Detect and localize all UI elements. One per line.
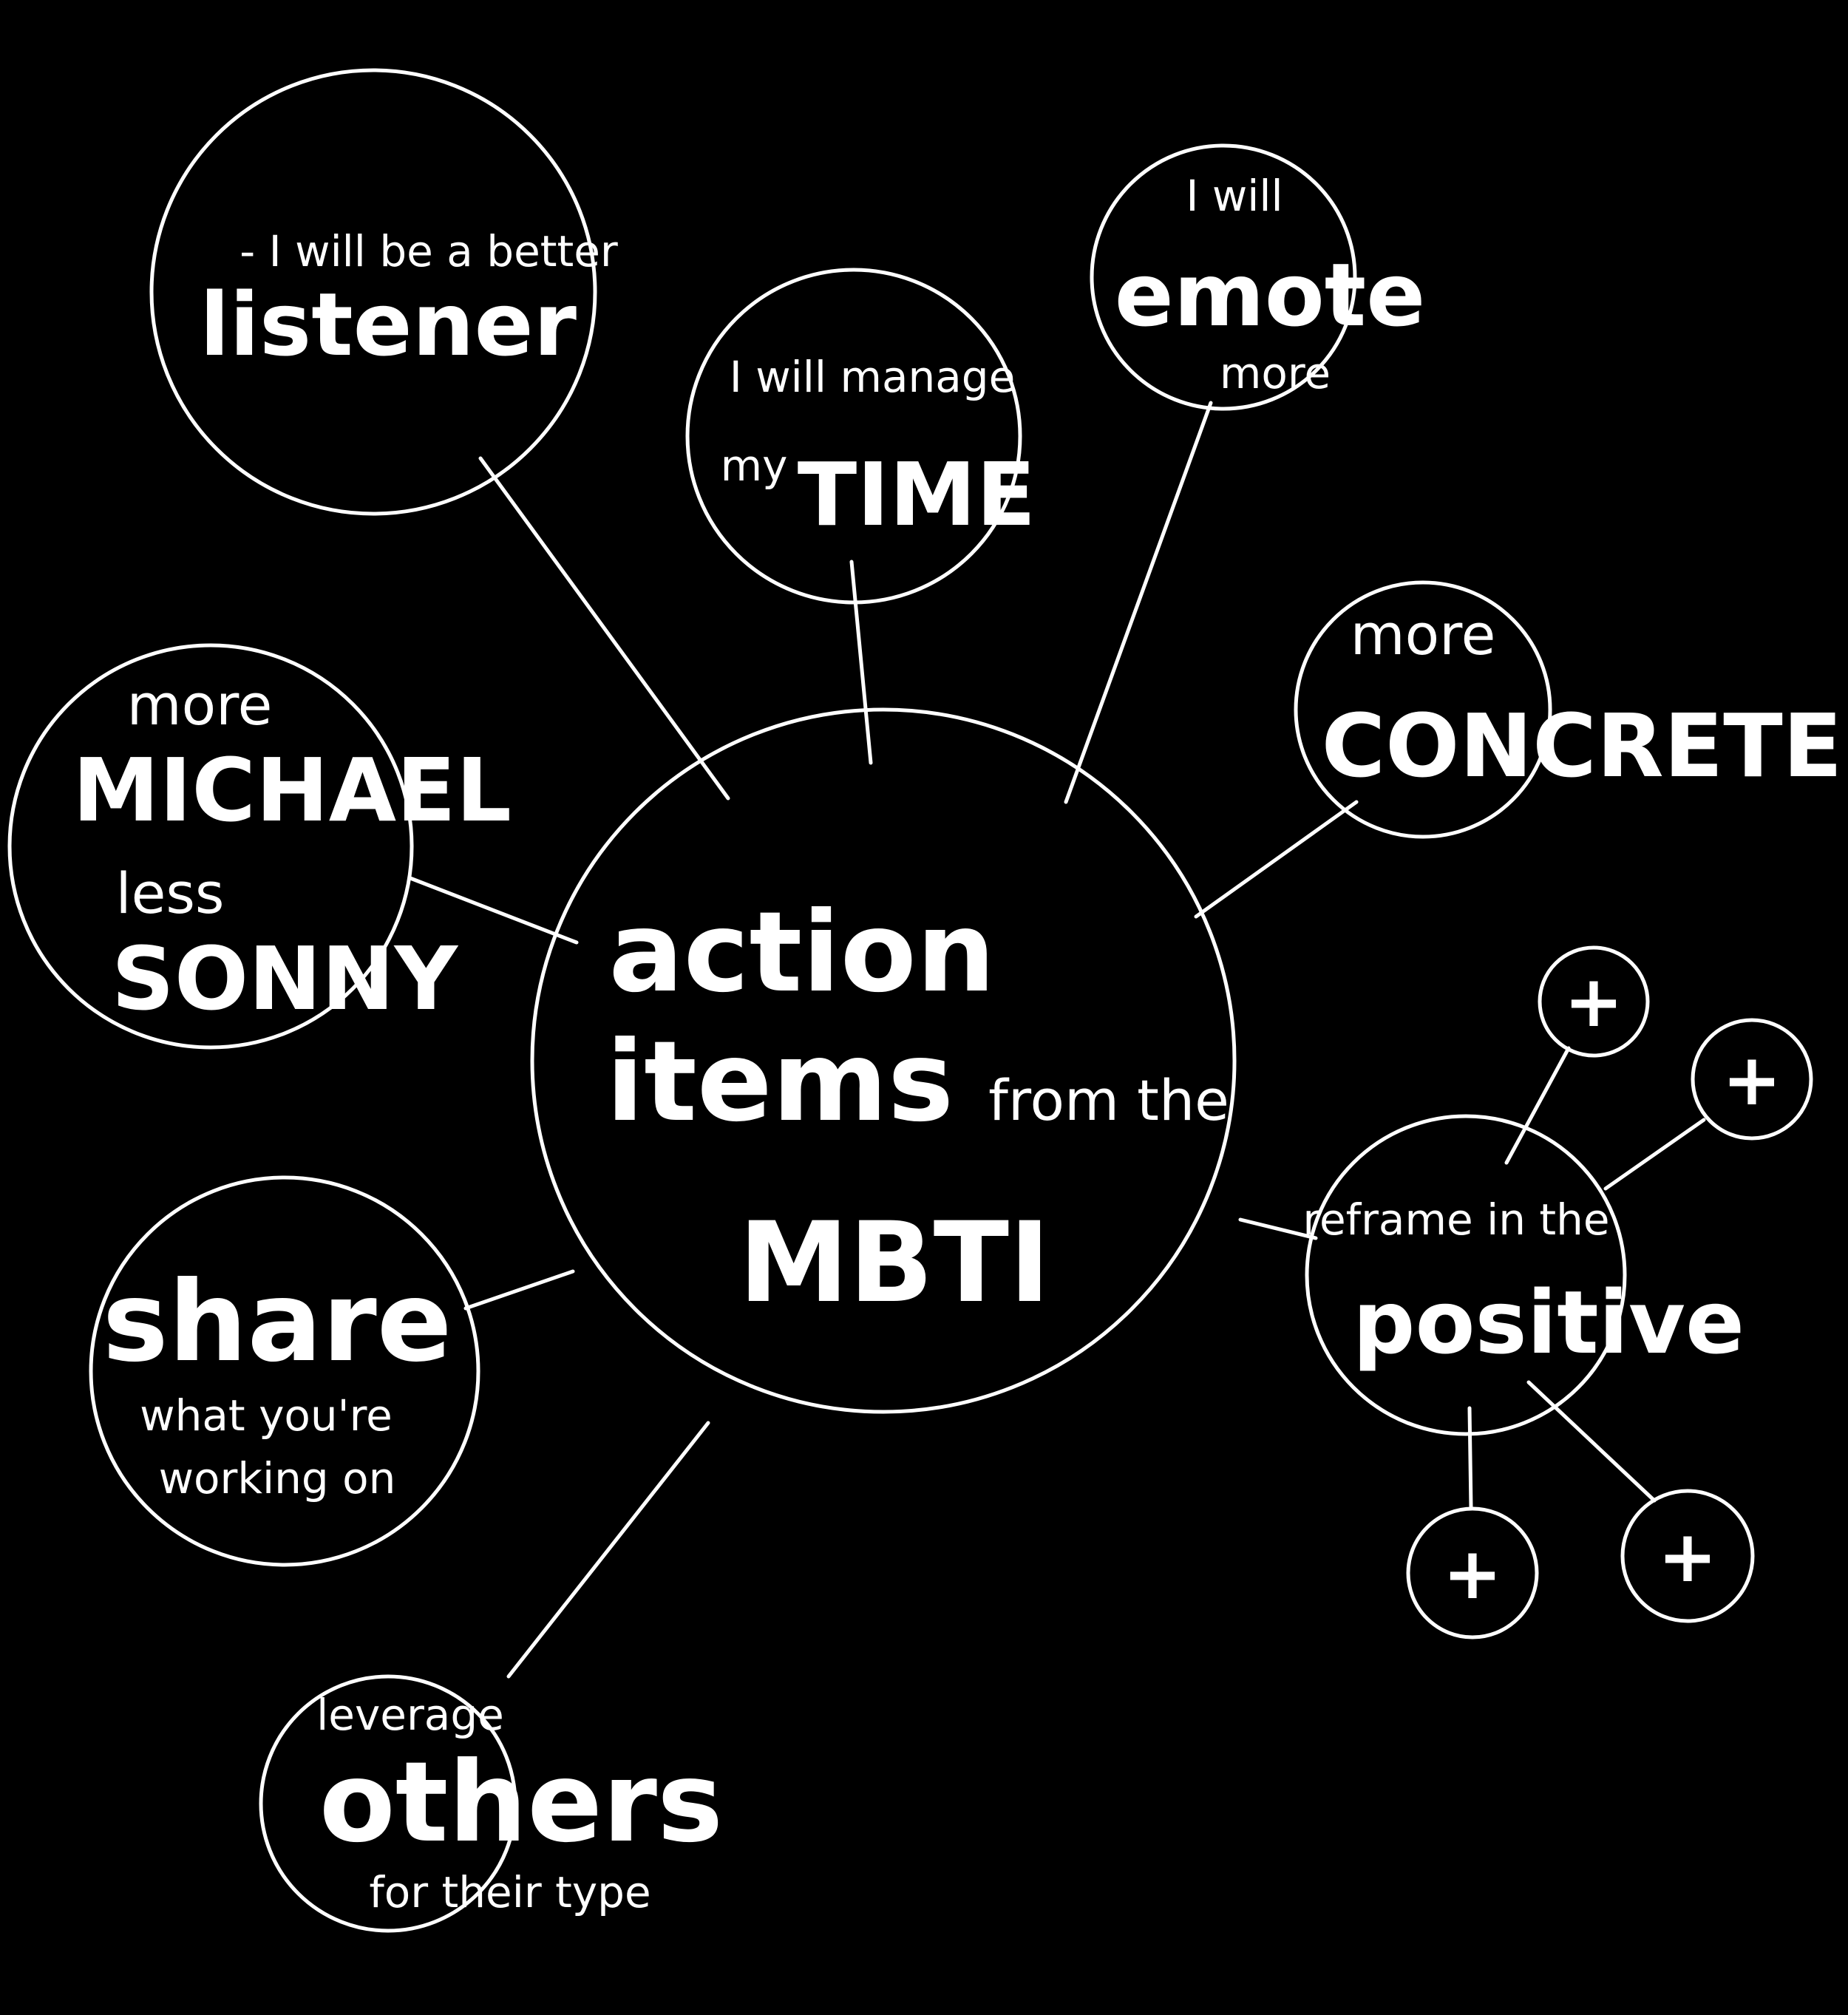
plus-circle-4 <box>1620 1489 1755 1623</box>
positive-small-text: reframe in the <box>1302 1195 1609 1245</box>
listener-big-text: listener <box>200 273 577 376</box>
node-emote: I will emote more <box>1115 171 1426 398</box>
connector-michael <box>408 876 579 945</box>
listener-small-text: - I will be a better <box>240 226 618 276</box>
others-leverage-text: leverage <box>316 1690 504 1740</box>
connectors <box>408 401 1706 1679</box>
plus-circle-2 <box>1691 1018 1813 1141</box>
others-circle <box>259 1674 517 1933</box>
concrete-big-text: CONCRETE <box>1322 695 1843 797</box>
others-for-text: for their type <box>369 1867 650 1917</box>
share-big-text: share <box>103 1258 452 1387</box>
connector-others <box>506 1421 710 1679</box>
plus-icon-4: + <box>1658 1515 1717 1598</box>
connector-listener <box>478 456 730 801</box>
node-others: leverage others for their type <box>316 1690 723 1917</box>
connector-share <box>463 1269 575 1311</box>
connector-plus-4 <box>1526 1380 1657 1503</box>
center-text: action items from the MBTI <box>606 888 1229 1328</box>
concrete-small-text: more <box>1351 602 1496 667</box>
positive-circle <box>1305 1114 1627 1436</box>
node-share: share what you're working on <box>103 1258 452 1503</box>
emote-circle <box>1090 143 1357 411</box>
michael-more-text: more <box>127 672 273 738</box>
connector-time <box>849 560 873 765</box>
time-circle <box>685 268 1022 605</box>
connector-plus-2 <box>1603 1118 1706 1191</box>
others-big-text: others <box>319 1739 724 1867</box>
connector-plus-1 <box>1504 1046 1571 1165</box>
node-listener: - I will be a better listener <box>200 226 618 376</box>
emote-small-text: I will <box>1186 171 1283 221</box>
share-line3-text: working on <box>159 1453 396 1503</box>
plus-icon-2: + <box>1722 1039 1781 1121</box>
center-line-items: items <box>606 1018 954 1146</box>
plus-circle-1 <box>1538 945 1650 1058</box>
emote-more-text: more <box>1220 348 1331 398</box>
share-line2-text: what you're <box>140 1390 393 1441</box>
node-michael: more MICHAEL less SONNY <box>72 672 512 1030</box>
michael-circle <box>7 643 414 1050</box>
time-small-text: I will manage <box>730 352 1016 402</box>
node-concrete: more CONCRETE <box>1322 602 1843 797</box>
node-circles <box>7 68 1627 1933</box>
time-big-text: TIME <box>798 444 1036 546</box>
connector-positive <box>1238 1217 1318 1240</box>
share-circle <box>89 1175 480 1567</box>
node-time: I will manage my TIME <box>721 352 1036 546</box>
plus-icon-3: + <box>1443 1532 1502 1615</box>
emote-big-text: emote <box>1115 244 1426 346</box>
michael-less-text: less <box>115 860 224 926</box>
positive-big-text: positive <box>1353 1271 1745 1373</box>
concrete-circle <box>1294 580 1552 839</box>
center-circle <box>530 707 1237 1414</box>
plus-icon-1: + <box>1564 960 1623 1043</box>
michael-big-text: MICHAEL <box>72 739 512 841</box>
connector-emote <box>1064 401 1213 804</box>
node-positive: reframe in the positive <box>1302 1195 1745 1373</box>
time-my-text: my <box>721 441 788 491</box>
listener-circle <box>149 68 597 516</box>
center-line-from-the: from the <box>988 1067 1229 1133</box>
connector-concrete <box>1194 800 1359 919</box>
sonny-big-text: SONNY <box>112 928 459 1030</box>
center-line-mbti: MBTI <box>738 1199 1050 1328</box>
center-line-action: action <box>608 888 995 1017</box>
connector-plus-3 <box>1467 1406 1473 1510</box>
plus-nodes: + + + + <box>1406 945 1813 1639</box>
plus-circle-3 <box>1406 1506 1539 1639</box>
